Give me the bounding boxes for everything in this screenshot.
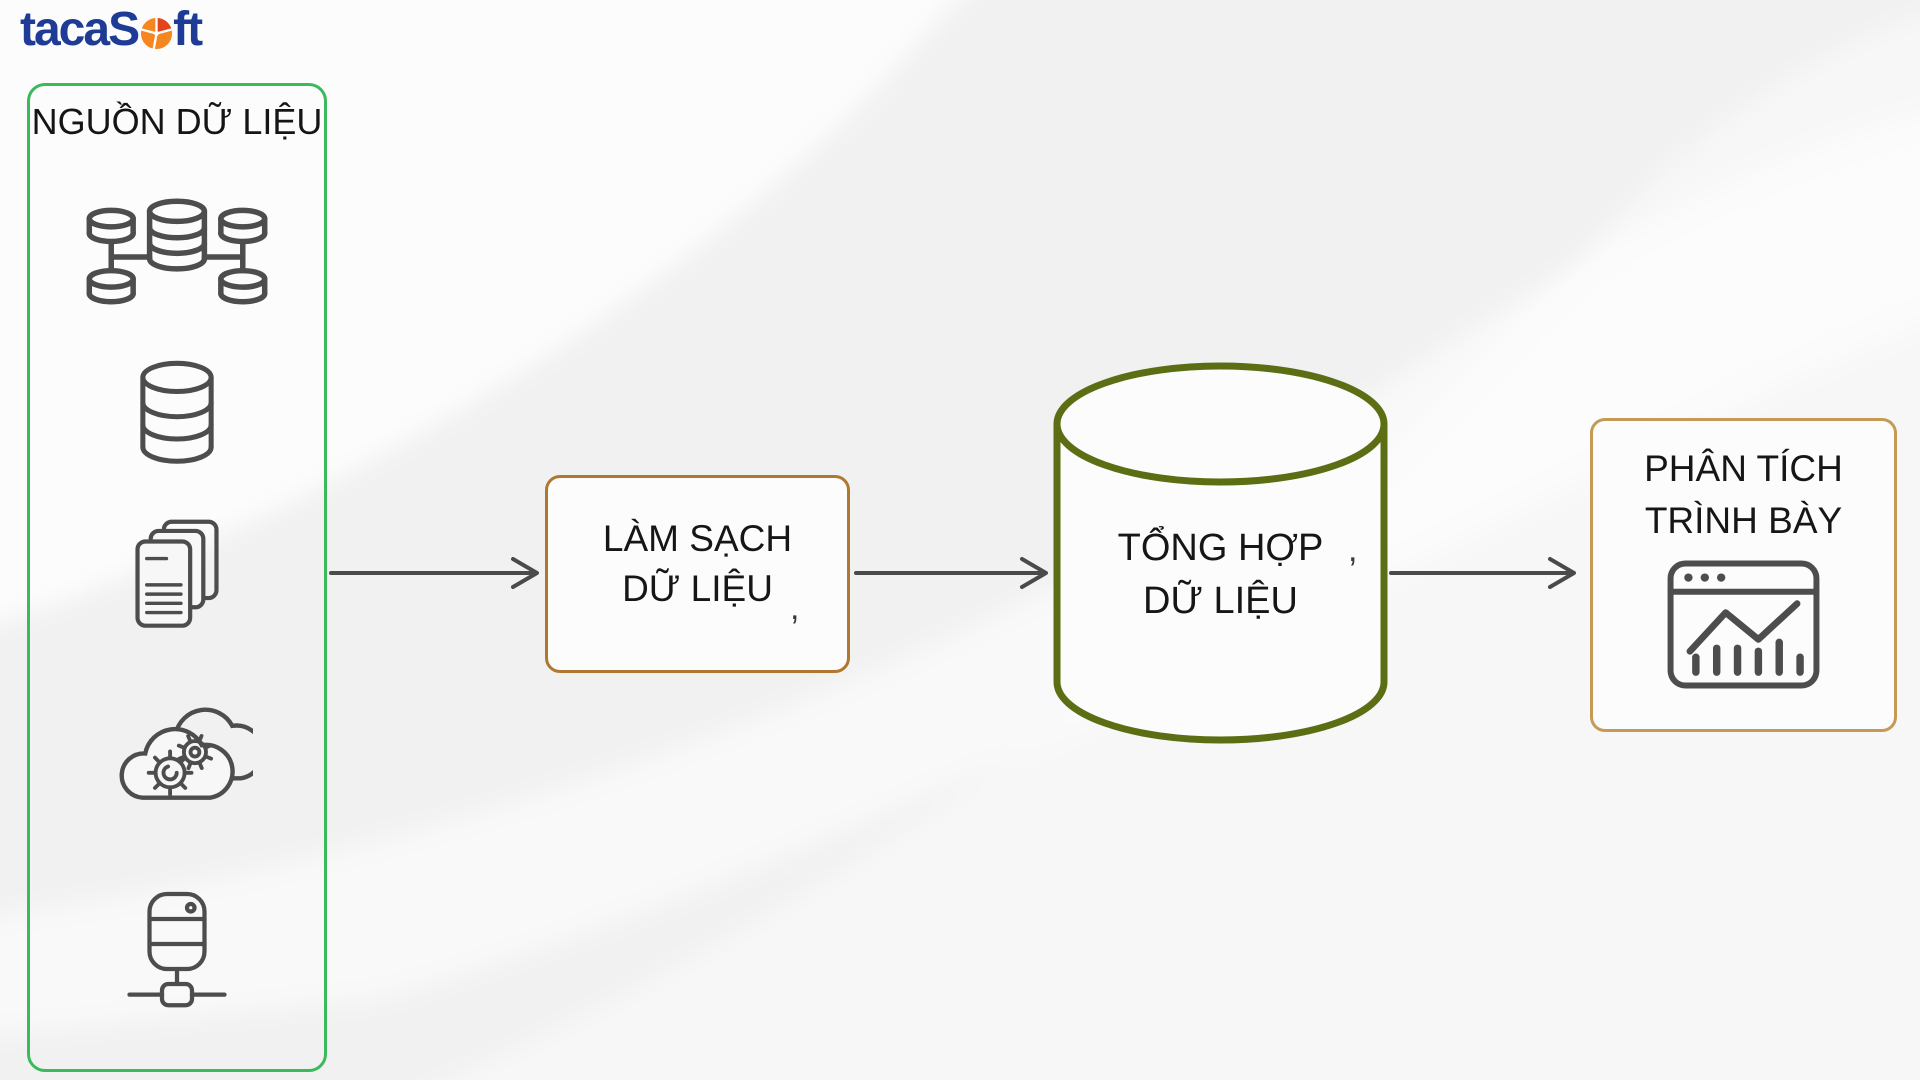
present-label: PHÂN TÍCH TRÌNH BÀY [1593, 421, 1894, 547]
aggregate-label-line2: DỮ LIỆU [1143, 580, 1298, 622]
clean-data-label: LÀM SẠCH DỮ LIỆU [548, 478, 847, 614]
aggregate-label-line1: TỔNG HỢP [1117, 527, 1324, 569]
brand-logo: tacaS ft [20, 2, 203, 58]
source-panel: NGUỒN DỮ LIỆU [27, 83, 327, 1072]
clean-data-node: LÀM SẠCH DỮ LIỆU [545, 475, 850, 673]
pie-chart-icon [140, 16, 173, 50]
stray-mark: , [1348, 531, 1358, 569]
stray-mark: , [790, 589, 800, 627]
aggregate-label: TỔNG HỢP DỮ LIỆU [1053, 522, 1388, 628]
database-network-icon [86, 198, 268, 305]
server-network-icon [127, 891, 227, 1008]
clean-data-label-line1: LÀM SẠCH [602, 518, 793, 559]
present-node: PHÂN TÍCH TRÌNH BÀY [1590, 418, 1897, 732]
present-label-line2: TRÌNH BÀY [1644, 500, 1843, 541]
database-icon [140, 360, 214, 464]
documents-icon [135, 519, 219, 628]
cloud-gears-icon [119, 707, 253, 800]
logo-text-prefix: tacaS [20, 3, 140, 56]
logo-text-suffix: ft [173, 3, 203, 56]
aggregate-cylinder [1053, 362, 1388, 744]
present-label-line1: PHÂN TÍCH [1644, 448, 1843, 489]
clean-data-label-line2: DỮ LIỆU [622, 568, 773, 609]
browser-chart-icon [1667, 560, 1820, 689]
source-panel-title: NGUỒN DỮ LIỆU [31, 101, 323, 142]
